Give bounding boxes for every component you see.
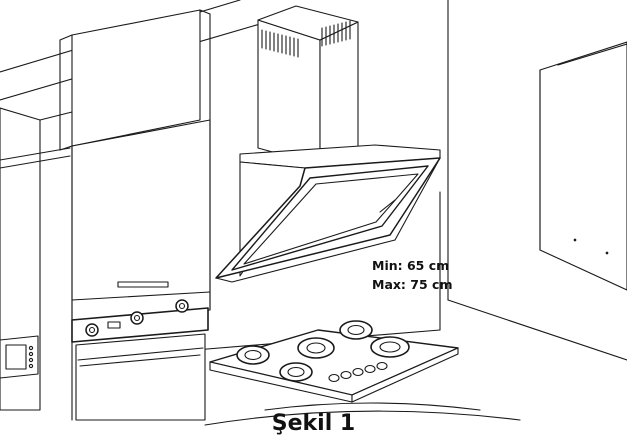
min-height-label: Min: 65 cm <box>372 258 450 273</box>
tall-oven-cabinet <box>59 9 211 421</box>
gas-hob <box>209 320 459 403</box>
countertop <box>204 402 521 426</box>
hood-chimney <box>257 5 359 166</box>
burner-group <box>236 320 410 382</box>
right-wall-cabinet <box>539 41 627 291</box>
max-height-label: Max: 75 cm <box>372 277 453 292</box>
hob-knobs <box>328 361 388 383</box>
figure-caption: Şekil 1 <box>271 411 356 436</box>
left-side-cabinet <box>0 107 73 411</box>
chimney-hood <box>215 144 441 283</box>
built-in-oven <box>71 299 209 421</box>
